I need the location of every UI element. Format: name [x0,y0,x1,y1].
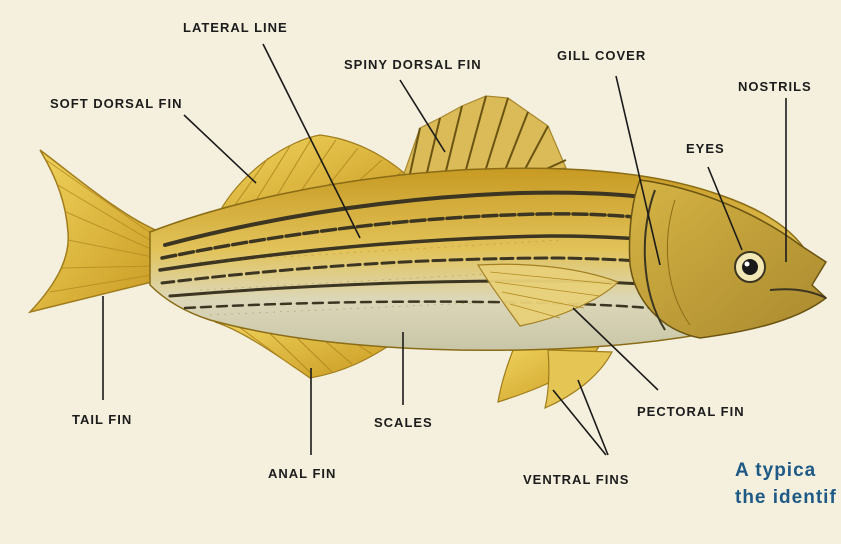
label-lateral-line: LATERAL LINE [183,20,288,35]
label-eyes: EYES [686,141,725,156]
label-soft-dorsal-fin: SOFT DORSAL FIN [50,96,182,111]
label-nostrils: NOSTRILS [738,79,812,94]
label-scales: SCALES [374,415,433,430]
caption-line-2: the identif [735,485,837,511]
tail-fin-shape [30,150,160,312]
label-pectoral-fin: PECTORAL FIN [637,404,745,419]
label-tail-fin: TAIL FIN [72,412,132,427]
eye-shape [735,252,765,282]
label-spiny-dorsal-fin: SPINY DORSAL FIN [344,57,482,72]
label-ventral-fins: VENTRAL FINS [523,472,629,487]
label-gill-cover: GILL COVER [557,48,646,63]
caption-line-1: A typica [735,458,816,484]
label-anal-fin: ANAL FIN [268,466,336,481]
